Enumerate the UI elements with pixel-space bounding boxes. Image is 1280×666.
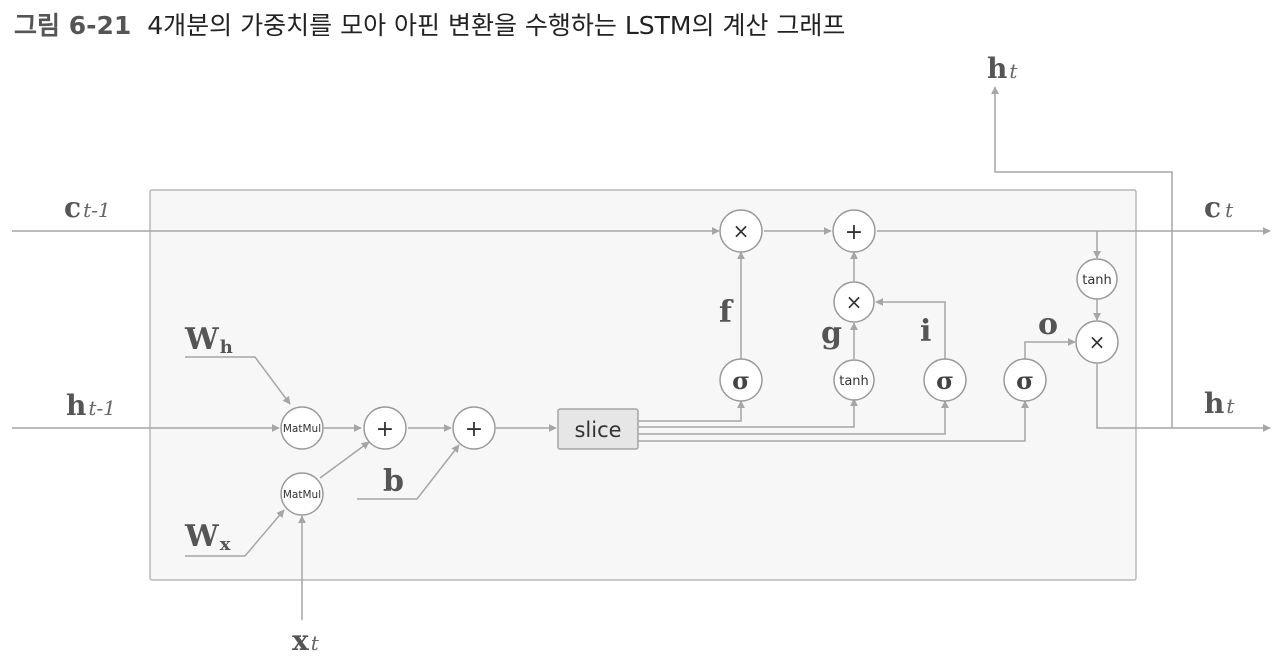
label-f: f — [719, 295, 734, 330]
add-node-c: + — [832, 209, 876, 253]
matmul-node-h: MatMul — [280, 406, 324, 450]
edge-b — [357, 444, 460, 500]
matmul-label-x: MatMul — [283, 489, 321, 501]
mul-node-f: × — [719, 209, 763, 253]
tanh-node-g: tanh — [833, 359, 875, 401]
slice-node: slice — [557, 408, 639, 450]
matmul-node-x: MatMul — [280, 472, 324, 516]
sigma-node-f: σ — [719, 358, 763, 402]
edge-matmul-x-to-add — [319, 441, 370, 479]
add-node-1: + — [363, 406, 407, 450]
mul-node-o: × — [1075, 320, 1119, 364]
tanh-label-c: tanh — [1082, 273, 1112, 288]
tanh-node-c: tanh — [1076, 258, 1118, 300]
label-o: o — [1038, 307, 1058, 342]
edge-slice-g — [638, 398, 858, 428]
mul-node-gi: × — [833, 281, 875, 323]
matmul-label-h: MatMul — [283, 423, 321, 435]
edge-mul-to-h-out — [1096, 364, 1271, 432]
sigma-label-o: σ — [1016, 366, 1034, 395]
edge-h-up — [991, 86, 1173, 428]
mul-label-o: × — [1089, 330, 1106, 354]
tanh-label-g: tanh — [839, 374, 869, 389]
label-i: i — [920, 314, 931, 349]
edge-i-to-mul — [875, 298, 946, 359]
edge-slice-o — [638, 400, 1029, 442]
sigma-node-i: σ — [923, 358, 967, 402]
add-label-1: + — [376, 417, 394, 442]
label-b: b — [383, 464, 404, 499]
lstm-box — [149, 189, 1137, 581]
add-node-2: + — [452, 406, 496, 450]
sigma-node-o: σ — [1003, 358, 1047, 402]
label-g: g — [821, 316, 842, 351]
sigma-label-i: σ — [936, 366, 954, 395]
edge-o-to-mul — [1024, 338, 1076, 359]
label-wh: Wh — [184, 322, 233, 358]
add-label-c: + — [845, 220, 863, 245]
figure-title: 4개분의 가중치를 모아 아핀 변환을 수행하는 LSTM의 계산 그래프 — [147, 11, 846, 40]
sigma-label-f: σ — [732, 366, 750, 395]
mul-label-f: × — [733, 219, 750, 243]
edge-slice-f — [638, 400, 745, 422]
add-label-2: + — [465, 417, 483, 442]
figure-caption: 그림 6-21 4개분의 가중치를 모아 아핀 변환을 수행하는 LSTM의 계산… — [14, 8, 845, 44]
slice-label: slice — [574, 418, 621, 442]
edges — [12, 86, 1271, 620]
figure-number: 그림 6-21 — [14, 11, 132, 40]
nodes: MatMul MatMul + + slice σ tanh — [280, 209, 1119, 516]
label-wx: Wx — [184, 519, 231, 555]
edge-wx — [185, 509, 285, 557]
edge-wh — [185, 356, 291, 405]
mul-label-gi: × — [846, 290, 863, 314]
edge-slice-i — [638, 400, 949, 435]
